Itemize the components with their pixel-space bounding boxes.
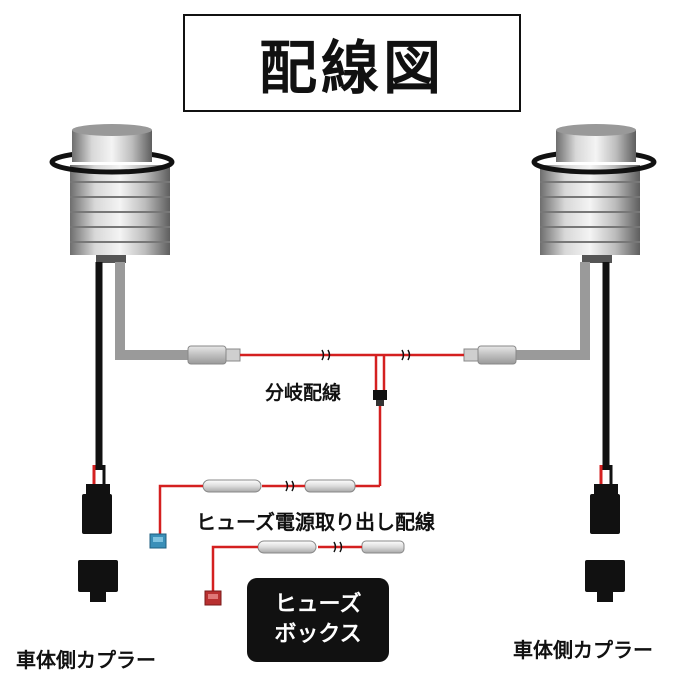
led-bulb-right	[531, 124, 657, 263]
fuse-tap-lower	[204, 540, 405, 606]
fuse-tap-upper	[149, 479, 380, 549]
led-bulb-left	[49, 124, 175, 263]
right-harness	[515, 262, 625, 602]
wire-break-marks	[321, 349, 411, 361]
page-title: 配線図	[258, 34, 445, 102]
splice-connector	[373, 390, 387, 406]
branch-connector-right	[463, 345, 517, 365]
title-box: 配線図	[183, 14, 521, 112]
branch-wiring-label: 分岐配線	[265, 382, 342, 404]
fuse-power-wiring-label: ヒューズ電源取り出し配線	[196, 510, 435, 534]
coupler-right-label: 車体側カプラー	[513, 638, 653, 662]
coupler-left-label: 車体側カプラー	[16, 648, 156, 672]
fuse-box-label: ヒューズ ボックス	[247, 578, 389, 662]
fuse-box-line2: ボックス	[274, 622, 362, 647]
left-harness	[78, 262, 190, 602]
fuse-box-line1: ヒューズ	[274, 592, 362, 617]
branch-wire	[240, 353, 464, 392]
branch-connector-left	[187, 345, 241, 365]
